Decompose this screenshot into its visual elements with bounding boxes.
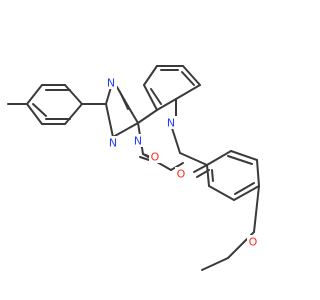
bond-20 [131,112,139,124]
bond-17 [105,103,114,138]
atom-n1: N [105,76,117,90]
svg-text:N: N [109,137,117,150]
bond-layer [7,65,260,271]
atom-label-layer: N N N N O O O [105,76,259,249]
bond-18 [105,86,112,105]
bond-38 [230,150,258,161]
bond-43 [227,155,253,165]
bond-42 [206,164,210,187]
atom-n4: N [165,116,177,130]
bond-23 [64,84,83,105]
svg-text:N: N [107,77,115,90]
svg-text:N: N [167,117,175,130]
bond-9 [137,109,158,124]
molecule-diagram: N N N N O O O [7,65,260,271]
bond-6 [181,71,195,86]
structure-canvas: N N N N O O O [7,65,260,271]
bond-21 [119,91,129,110]
bond-12 [170,162,184,171]
svg-text:O: O [151,151,160,164]
svg-text:O: O [177,168,186,181]
bond-15 [139,156,150,161]
bond-28 [64,103,83,125]
atom-o2: O [175,167,187,181]
bond-16 [112,122,139,138]
bond-7 [150,88,162,105]
bond-5 [156,98,177,111]
atom-n3: N [132,134,144,148]
bond-1 [182,65,201,86]
bond-40 [233,185,260,201]
bond-46 [253,185,260,233]
atom-o1: O [149,150,161,164]
bond-25 [26,84,43,105]
bond-26 [26,103,43,125]
bond-0 [175,84,201,100]
bond-41 [208,185,235,201]
bond-4 [143,84,158,111]
atom-n2: N [107,136,119,150]
atom-o3: O [247,235,259,249]
bond-48 [201,257,229,271]
bond-39 [256,159,260,187]
svg-text:N: N [134,135,142,148]
bond-3 [143,65,158,86]
bond-33 [171,127,181,154]
bond-44 [234,182,255,195]
bond-34 [179,152,208,166]
bond-31 [32,103,47,117]
bond-45 [211,169,214,182]
bond-35 [193,164,208,173]
svg-text:O: O [249,236,258,249]
bond-37 [206,150,232,166]
